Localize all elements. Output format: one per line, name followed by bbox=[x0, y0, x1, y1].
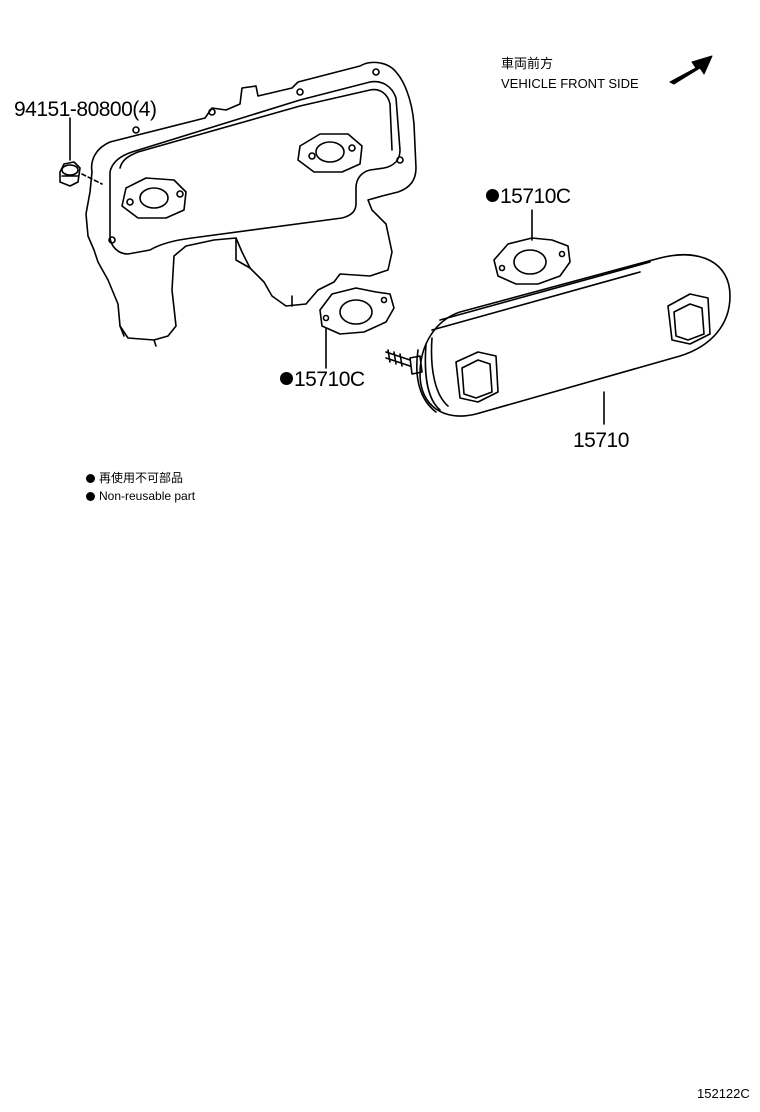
gasket-lower-callout: 15710C bbox=[280, 369, 365, 390]
figure-code: 152122C bbox=[697, 1086, 750, 1101]
nut bbox=[59, 161, 81, 187]
direction-label-en: VEHICLE FRONT SIDE bbox=[501, 76, 639, 91]
direction-label-jp: 車両前方 bbox=[501, 56, 554, 71]
oil-cooler-callout-label: 15710 bbox=[573, 429, 629, 452]
legend-dot-icon bbox=[86, 492, 95, 502]
gasket-upper bbox=[493, 237, 571, 285]
arrow-up-right-icon bbox=[669, 55, 713, 85]
legend-line-jp: 再使用不可部品 bbox=[86, 472, 183, 484]
non-reusable-dot-icon bbox=[486, 188, 499, 202]
non-reusable-dot-icon bbox=[280, 371, 293, 385]
legend-jp-text: 再使用不可部品 bbox=[99, 471, 184, 485]
nut-leader-line bbox=[81, 173, 103, 185]
gasket-upper-callout: 15710C bbox=[486, 186, 571, 207]
legend-line-en: Non-reusable part bbox=[86, 490, 195, 502]
gasket-lower bbox=[319, 287, 395, 335]
gasket-upper-label: 15710C bbox=[500, 185, 571, 208]
legend-en-text: Non-reusable part bbox=[99, 489, 196, 503]
legend-dot-icon bbox=[86, 474, 95, 484]
oil-cooler bbox=[385, 254, 731, 417]
gasket-lower-label: 15710C bbox=[294, 368, 365, 391]
nut-callout-label: 94151-80800(4) bbox=[14, 98, 157, 121]
cover-housing bbox=[85, 61, 417, 347]
